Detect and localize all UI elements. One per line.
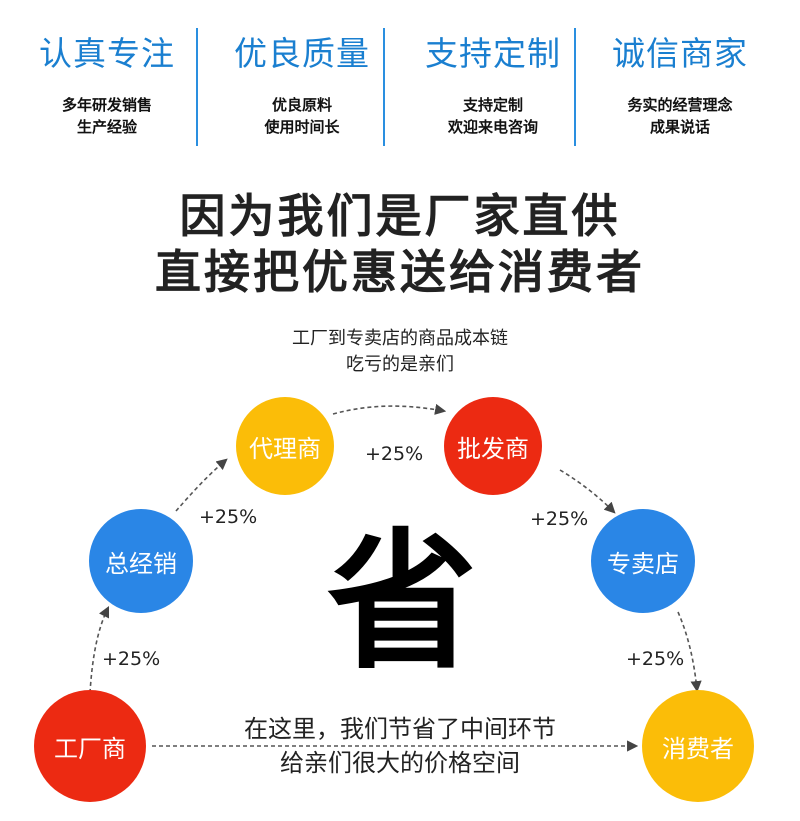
feature-focus: 认真专注 多年研发销售 生产经验 xyxy=(12,18,202,138)
node-store: 专卖店 xyxy=(591,509,695,613)
feature-quality: 优良质量 优良原料 使用时间长 xyxy=(207,18,397,138)
feature-strip: 认真专注 多年研发销售 生产经验 优良质量 优良原料 使用时间长 支持定制 支持… xyxy=(0,18,800,148)
node-label: 代理商 xyxy=(249,434,321,463)
feature-line: 支持定制 xyxy=(462,96,523,114)
node-factory: 工厂商 xyxy=(34,690,146,802)
node-label: 专卖店 xyxy=(607,549,679,578)
markup-agent-wholesaler: +25% xyxy=(365,443,424,465)
save-character: 省 xyxy=(326,516,477,690)
node-wholesaler: 批发商 xyxy=(444,397,542,495)
arrow-store-to-consumer xyxy=(677,611,702,693)
feature-title: 认真专注 xyxy=(39,34,175,73)
node-label: 工厂商 xyxy=(54,734,126,763)
arrow-agent-to-wholesaler xyxy=(332,403,447,415)
chain-note: 工厂到专卖店的商品成本链 吃亏的是亲们 xyxy=(200,326,600,378)
feature-divider xyxy=(196,28,198,146)
feature-divider xyxy=(383,28,385,146)
markup-dealer-agent: +25% xyxy=(199,506,258,528)
feature-divider xyxy=(574,28,576,146)
headline: 因为我们是厂家直供 直接把优惠送给消费者 xyxy=(0,188,800,300)
markup-store-consumer: +25% xyxy=(626,648,685,670)
chain-note-line: 吃亏的是亲们 xyxy=(346,354,454,375)
feature-title: 诚信商家 xyxy=(612,34,748,73)
node-label: 总经销 xyxy=(105,549,177,578)
feature-line: 欢迎来电咨询 xyxy=(447,118,538,136)
node-label: 消费者 xyxy=(662,734,734,763)
feature-line: 优良原料 xyxy=(271,96,332,114)
markup-factory-dealer: +25% xyxy=(102,648,161,670)
bottom-note-line: 在这里，我们节省了中间环节 xyxy=(244,715,556,743)
node-label: 批发商 xyxy=(457,434,529,463)
feature-honest: 诚信商家 务实的经营理念 成果说话 xyxy=(585,18,775,138)
chain-note-line: 工厂到专卖店的商品成本链 xyxy=(292,328,508,349)
feature-line: 成果说话 xyxy=(649,118,710,136)
feature-line: 多年研发销售 xyxy=(61,96,152,114)
feature-title: 优良质量 xyxy=(234,34,370,73)
feature-line: 生产经验 xyxy=(76,118,137,136)
node-consumer: 消费者 xyxy=(642,690,754,802)
feature-line: 务实的经营理念 xyxy=(627,96,733,114)
headline-line: 直接把优惠送给消费者 xyxy=(155,245,645,299)
node-agent: 代理商 xyxy=(236,397,334,495)
markup-wholesaler-store: +25% xyxy=(530,508,589,530)
bottom-note-line: 给亲们很大的价格空间 xyxy=(280,749,520,777)
arrow-dealer-to-agent xyxy=(175,458,228,512)
feature-line: 使用时间长 xyxy=(264,118,340,136)
arrow-wholesaler-to-store xyxy=(559,469,616,514)
node-general-dealer: 总经销 xyxy=(89,509,193,613)
feature-title: 支持定制 xyxy=(425,34,561,73)
arrow-factory-to-dealer xyxy=(89,605,110,694)
bottom-note: 在这里，我们节省了中间环节 给亲们很大的价格空间 xyxy=(188,712,612,780)
headline-line: 因为我们是厂家直供 xyxy=(179,189,621,243)
feature-custom: 支持定制 支持定制 欢迎来电咨询 xyxy=(398,18,588,138)
